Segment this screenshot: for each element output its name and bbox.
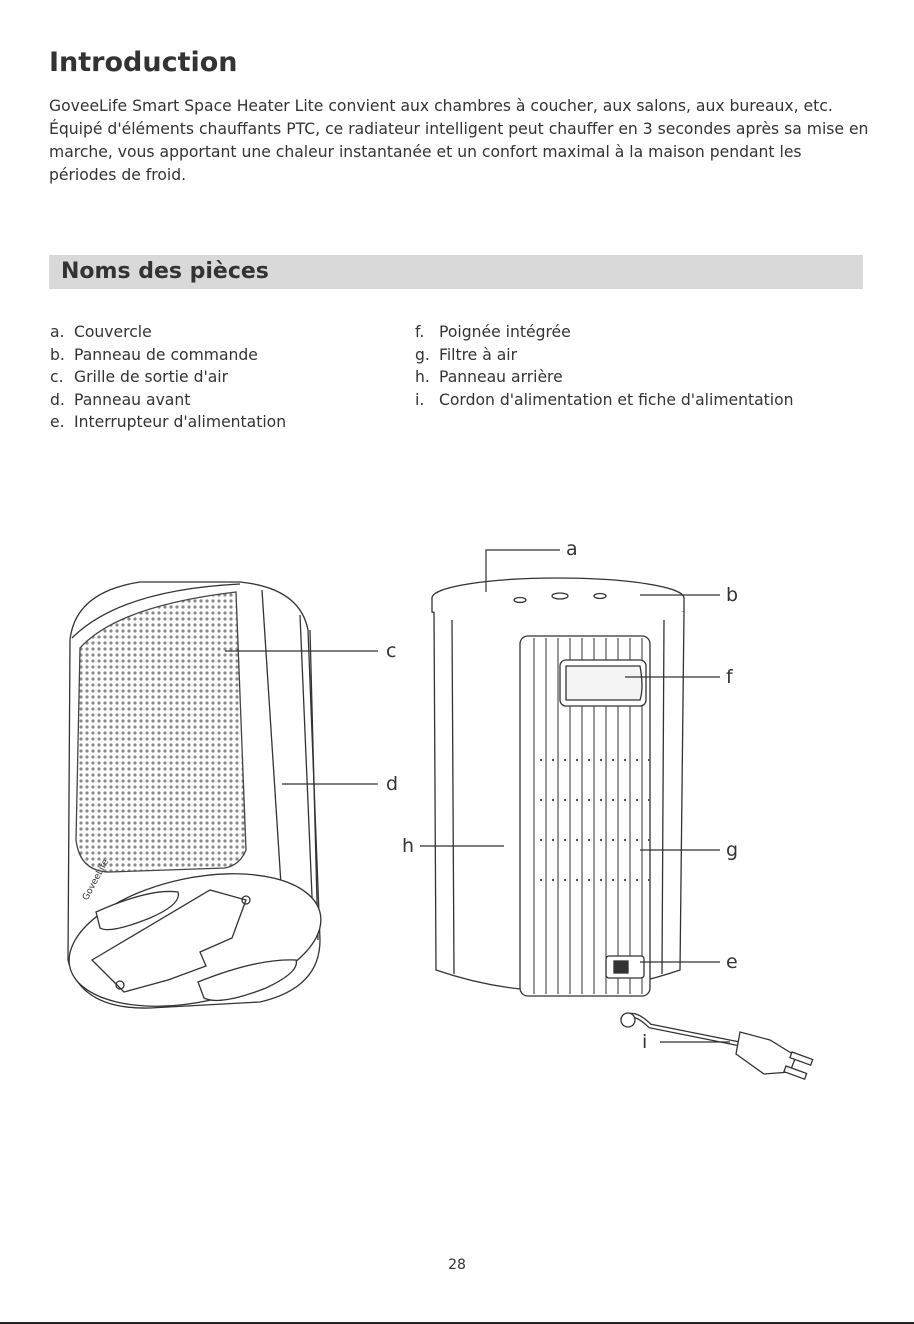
callout-c: c: [386, 640, 396, 662]
part-name: Panneau avant: [74, 390, 191, 409]
callout-b: b: [726, 584, 738, 606]
part-letter: c.: [50, 368, 64, 386]
part-item: f. Poignée intégrée: [415, 321, 794, 344]
part-item: a. Couvercle: [50, 321, 286, 344]
callout-i: i: [642, 1031, 647, 1053]
callout-f: f: [726, 666, 734, 688]
part-name: Filtre à air: [439, 345, 518, 364]
intro-title: Introduction: [49, 47, 238, 78]
intro-paragraph: GoveeLife Smart Space Heater Lite convie…: [49, 97, 869, 184]
part-name: Panneau de commande: [74, 345, 258, 364]
part-letter: e.: [50, 413, 65, 431]
part-item: e. Interrupteur d'alimentation: [50, 411, 286, 434]
heater-back-view: [431, 577, 814, 1080]
part-letter: f.: [415, 323, 425, 341]
part-letter: h.: [415, 368, 430, 386]
part-name: Panneau arrière: [439, 368, 563, 386]
part-item: g. Filtre à air: [415, 344, 794, 367]
air-outlet-grill: [75, 591, 247, 873]
part-letter: g.: [415, 345, 430, 364]
callout-h: h: [402, 835, 414, 857]
part-name: Poignée intégrée: [439, 323, 571, 341]
part-item: i. Cordon d'alimentation et fiche d'alime…: [415, 389, 794, 412]
part-letter: a.: [50, 323, 65, 341]
callout-a: a: [566, 538, 578, 560]
page-bottom-rule: [0, 1322, 914, 1324]
callout-d: d: [386, 773, 398, 795]
part-letter: i.: [415, 390, 425, 409]
part-name: Couvercle: [74, 323, 152, 341]
part-item: h. Panneau arrière: [415, 366, 794, 389]
callout-line-a: [485, 549, 560, 592]
heater-front-view: GoveeLife: [67, 581, 322, 1009]
part-name: Interrupteur d'alimentation: [74, 413, 287, 431]
part-item: b. Panneau de commande: [50, 344, 286, 367]
parts-list-left: a. Couvercle b. Panneau de commande c. Gril…: [50, 321, 286, 434]
parts-heading: Noms des pièces: [61, 259, 269, 284]
parts-section-bar: Noms des pièces: [49, 255, 863, 289]
part-name: Grille de sortie d'air: [74, 368, 229, 386]
parts-list-right: f. Poignée intégrée g. Filtre à air h. Pann…: [415, 321, 794, 411]
callout-e: e: [726, 951, 738, 973]
part-item: c. Grille de sortie d'air: [50, 366, 286, 389]
callout-g: g: [726, 839, 738, 861]
part-letter: d.: [50, 390, 65, 409]
part-letter: b.: [50, 345, 65, 364]
heater-diagram: GoveeLife c d: [67, 538, 814, 1080]
part-name: Cordon d'alimentation et fiche d'aliment…: [439, 390, 794, 409]
page-number: 28: [448, 1257, 466, 1273]
part-item: d. Panneau avant: [50, 389, 286, 412]
